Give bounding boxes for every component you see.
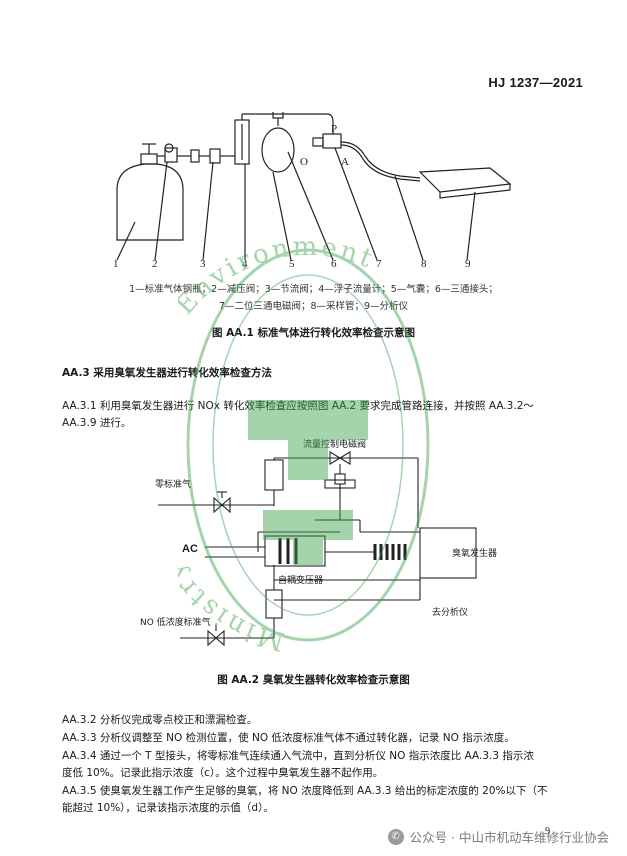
svg-text:Ministry of Ecology and Enviro: Ministry of Ecology and Environment: [178, 235, 379, 655]
gas-cylinder: [116, 163, 184, 241]
part-number-5: 5: [289, 258, 295, 270]
figure2-caption: 图 AA.2 臭氧发生器转化效率检查示意图: [217, 674, 410, 686]
zero-gas-valve: [213, 496, 223, 514]
wechat-label: 公众号 · 中山市机动车维修行业协会: [409, 830, 609, 845]
label-to-analyzer: 去分析仪: [432, 608, 469, 618]
part-number-4: 4: [242, 258, 248, 270]
analyzer-box: [418, 167, 512, 199]
part-number-8: 8: [421, 258, 427, 270]
wechat-account[interactable]: ✆ 公众号 · 中山市机动车维修行业协会: [387, 827, 609, 846]
label-no-low-gas: NO 低浓度标准气: [140, 618, 211, 628]
part-number-6: 6: [331, 258, 337, 270]
label-autotransformer: 自耦变压器: [278, 576, 324, 586]
autotransformer: [264, 535, 326, 567]
figure1-legend-line1: 1—标准气体钢瓶；2—减压阀；3—节流阀；4—浮子流量计；5—气囊；6—三通接头…: [129, 284, 498, 295]
para-aa34-line2: 度低 10%。记录此指示浓度（c）。这个过程中臭氧发生器不起作用。: [62, 767, 384, 779]
label-zero-gas: 零标准气: [155, 480, 192, 490]
figure1-caption: 图 AA.1 标准气体进行转化效率检查示意图: [211, 327, 416, 339]
label-a: A: [341, 156, 349, 168]
pressure-regulator: [164, 147, 178, 163]
throttle-valve: [209, 148, 221, 164]
flow-control-valve: [329, 451, 342, 465]
label-flow-control-valve: 流量控制电磁阀: [303, 440, 367, 450]
para-aa35-line1: AA.3.5 使臭氧发生器工作产生足够的臭氧，将 NO 浓度降低到 AA.3.3…: [62, 785, 548, 797]
para-aa34-line1: AA.3.4 通过一个 T 型接头，将零标准气连续通入气流中，直到分析仪 NO …: [62, 750, 534, 762]
part-number-9: 9: [465, 258, 471, 270]
page-number: 9: [545, 826, 550, 837]
label-ac: AC: [182, 543, 198, 555]
ministry-watermark: Ministry of Ecology and Environment: [178, 235, 430, 655]
ozone-generator: [419, 527, 477, 579]
label-o: O: [300, 156, 308, 168]
part-number-3: 3: [200, 258, 206, 270]
figure-aa1-diagram: [116, 112, 512, 261]
sampling-tube: [340, 141, 421, 179]
section-aa3-title: AA.3 采用臭氧发生器进行转化效率检查方法: [62, 367, 272, 379]
para-aa31-line1: AA.3.1 利用臭氧发生器进行 NOx 转化效率检查应按照图 AA.2 要求完…: [62, 400, 534, 412]
solenoid-valve: [322, 133, 342, 149]
standard-code: HJ 1237—2021: [488, 75, 583, 90]
para-aa35-line2: 能超过 10%），记录该指示浓度的示值（d）。: [62, 802, 274, 814]
gas-bag: [261, 127, 295, 173]
tee-joint: [272, 112, 284, 119]
para-aa31-line2: AA.3.9 进行。: [62, 417, 132, 429]
part-number-7: 7: [376, 258, 382, 270]
watermark-text: Ministry of Ecology and Environment: [178, 235, 376, 655]
para-aa33: AA.3.3 分析仪调整至 NO 检测位置，使 NO 低浓度标准气体不通过转化器…: [62, 732, 515, 744]
wechat-icon: ✆: [387, 828, 404, 845]
part-number-1: 1: [113, 258, 119, 270]
para-aa32: AA.3.2 分析仪完成零点校正和漂漏检查。: [62, 714, 258, 726]
part-number-2: 2: [152, 258, 158, 270]
no-gas-valve: [207, 629, 217, 647]
figure-aa2-diagram: [158, 451, 477, 647]
label-p: P: [331, 123, 338, 135]
label-ozone-generator: 臭氧发生器: [452, 549, 498, 559]
figure1-legend-line2: 7—二位三通电磁阀；8—采样管；9—分析仪: [218, 301, 409, 312]
